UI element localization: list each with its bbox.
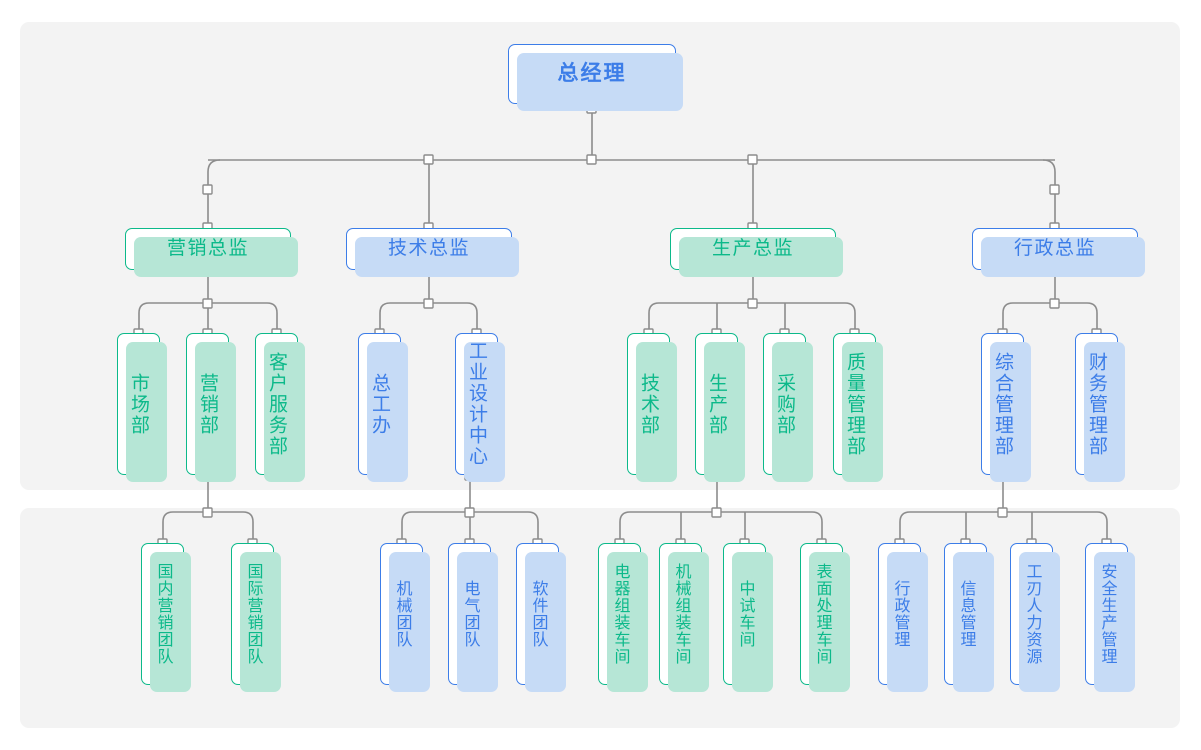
node-shadow xyxy=(636,342,677,482)
node-label: 电气团队 xyxy=(461,580,479,648)
node-shadow xyxy=(525,552,566,692)
node-chief-engineer-office[interactable]: 总工办 xyxy=(358,333,408,482)
node-administrative-director[interactable]: 行政总监 xyxy=(972,228,1145,277)
node-label: 技术总监 xyxy=(387,238,470,260)
node-label: 总工办 xyxy=(369,372,390,436)
node-industrial-design-center[interactable]: 工业设计中心 xyxy=(455,333,505,482)
node-pilot-test-workshop[interactable]: 中试车间 xyxy=(723,543,773,692)
node-label: 表面处理车间 xyxy=(813,563,831,665)
node-shadow xyxy=(195,342,236,482)
node-shadow xyxy=(150,552,191,692)
node-shadow xyxy=(134,237,298,277)
node-shadow xyxy=(1084,342,1125,482)
node-shadow xyxy=(772,342,813,482)
node-shadow xyxy=(264,342,305,482)
node-marketing-director[interactable]: 营销总监 xyxy=(125,228,298,277)
node-procurement-department[interactable]: 采购部 xyxy=(763,333,813,482)
node-label: 工业设计中心 xyxy=(466,341,487,467)
node-shadow xyxy=(389,552,430,692)
node-surface-treatment-workshop[interactable]: 表面处理车间 xyxy=(800,543,850,692)
node-label: 技术部 xyxy=(638,372,659,436)
node-shadow xyxy=(679,237,843,277)
node-label: 财务管理部 xyxy=(1086,351,1107,457)
node-label: 综合管理部 xyxy=(992,351,1013,457)
node-label: 营销部 xyxy=(197,372,218,436)
node-shadow xyxy=(464,342,505,482)
node-shadow xyxy=(517,53,683,111)
node-technical-director[interactable]: 技术总监 xyxy=(346,228,519,277)
node-shadow xyxy=(240,552,281,692)
node-domestic-sales-team[interactable]: 国内营销团队 xyxy=(141,543,191,692)
node-label: 国际营销团队 xyxy=(244,563,262,665)
node-label: 国内营销团队 xyxy=(154,563,172,665)
node-production-director[interactable]: 生产总监 xyxy=(670,228,843,277)
node-electrical-team[interactable]: 电气团队 xyxy=(448,543,498,692)
node-label: 生产部 xyxy=(706,372,727,436)
node-electrical-assembly-workshop[interactable]: 电器组装车间 xyxy=(598,543,648,692)
node-label: 营销总监 xyxy=(166,238,249,260)
node-label: 行政总监 xyxy=(1013,238,1096,260)
node-label: 中试车间 xyxy=(736,580,754,648)
node-label: 信息管理 xyxy=(957,580,975,648)
node-label: 软件团队 xyxy=(529,580,547,648)
node-mechanical-team[interactable]: 机械团队 xyxy=(380,543,430,692)
node-shadow xyxy=(990,342,1031,482)
node-market-department[interactable]: 市场部 xyxy=(117,333,167,482)
node-shadow xyxy=(953,552,994,692)
node-shadow xyxy=(367,342,408,482)
node-shadow xyxy=(607,552,648,692)
node-shadow xyxy=(887,552,928,692)
node-mechanical-assembly-workshop[interactable]: 机械组装车间 xyxy=(659,543,709,692)
node-label: 质量管理部 xyxy=(844,351,865,457)
node-shadow xyxy=(981,237,1145,277)
node-shadow xyxy=(1019,552,1060,692)
node-shadow xyxy=(355,237,519,277)
node-label: 市场部 xyxy=(128,372,149,436)
node-administration-management[interactable]: 行政管理 xyxy=(878,543,928,692)
node-international-sales-team[interactable]: 国际营销团队 xyxy=(231,543,281,692)
node-label: 电器组装车间 xyxy=(611,563,629,665)
node-label: 行政管理 xyxy=(891,580,909,648)
node-shadow xyxy=(842,342,883,482)
node-human-resources[interactable]: 工刃人力资源 xyxy=(1010,543,1060,692)
node-technology-department[interactable]: 技术部 xyxy=(627,333,677,482)
node-sales-department[interactable]: 营销部 xyxy=(186,333,236,482)
node-general-manager[interactable]: 总经理 xyxy=(508,44,683,111)
node-shadow xyxy=(809,552,850,692)
node-label: 工刃人力资源 xyxy=(1023,563,1041,665)
node-general-management-department[interactable]: 综合管理部 xyxy=(981,333,1031,482)
node-label: 机械团队 xyxy=(393,580,411,648)
node-customer-service-department[interactable]: 客户服务部 xyxy=(255,333,305,482)
node-information-management[interactable]: 信息管理 xyxy=(944,543,994,692)
node-label: 安全生产管理 xyxy=(1098,563,1116,665)
node-label: 生产总监 xyxy=(711,238,794,260)
node-quality-management-department[interactable]: 质量管理部 xyxy=(833,333,883,482)
node-software-team[interactable]: 软件团队 xyxy=(516,543,566,692)
node-shadow xyxy=(704,342,745,482)
node-label: 采购部 xyxy=(774,372,795,436)
node-finance-management-department[interactable]: 财务管理部 xyxy=(1075,333,1125,482)
node-shadow xyxy=(126,342,167,482)
node-shadow xyxy=(1094,552,1135,692)
node-label: 总经理 xyxy=(557,62,627,86)
node-shadow xyxy=(668,552,709,692)
node-shadow xyxy=(732,552,773,692)
node-production-department[interactable]: 生产部 xyxy=(695,333,745,482)
node-safety-production-management[interactable]: 安全生产管理 xyxy=(1085,543,1135,692)
node-label: 客户服务部 xyxy=(266,351,287,457)
node-shadow xyxy=(457,552,498,692)
node-label: 机械组装车间 xyxy=(672,563,690,665)
